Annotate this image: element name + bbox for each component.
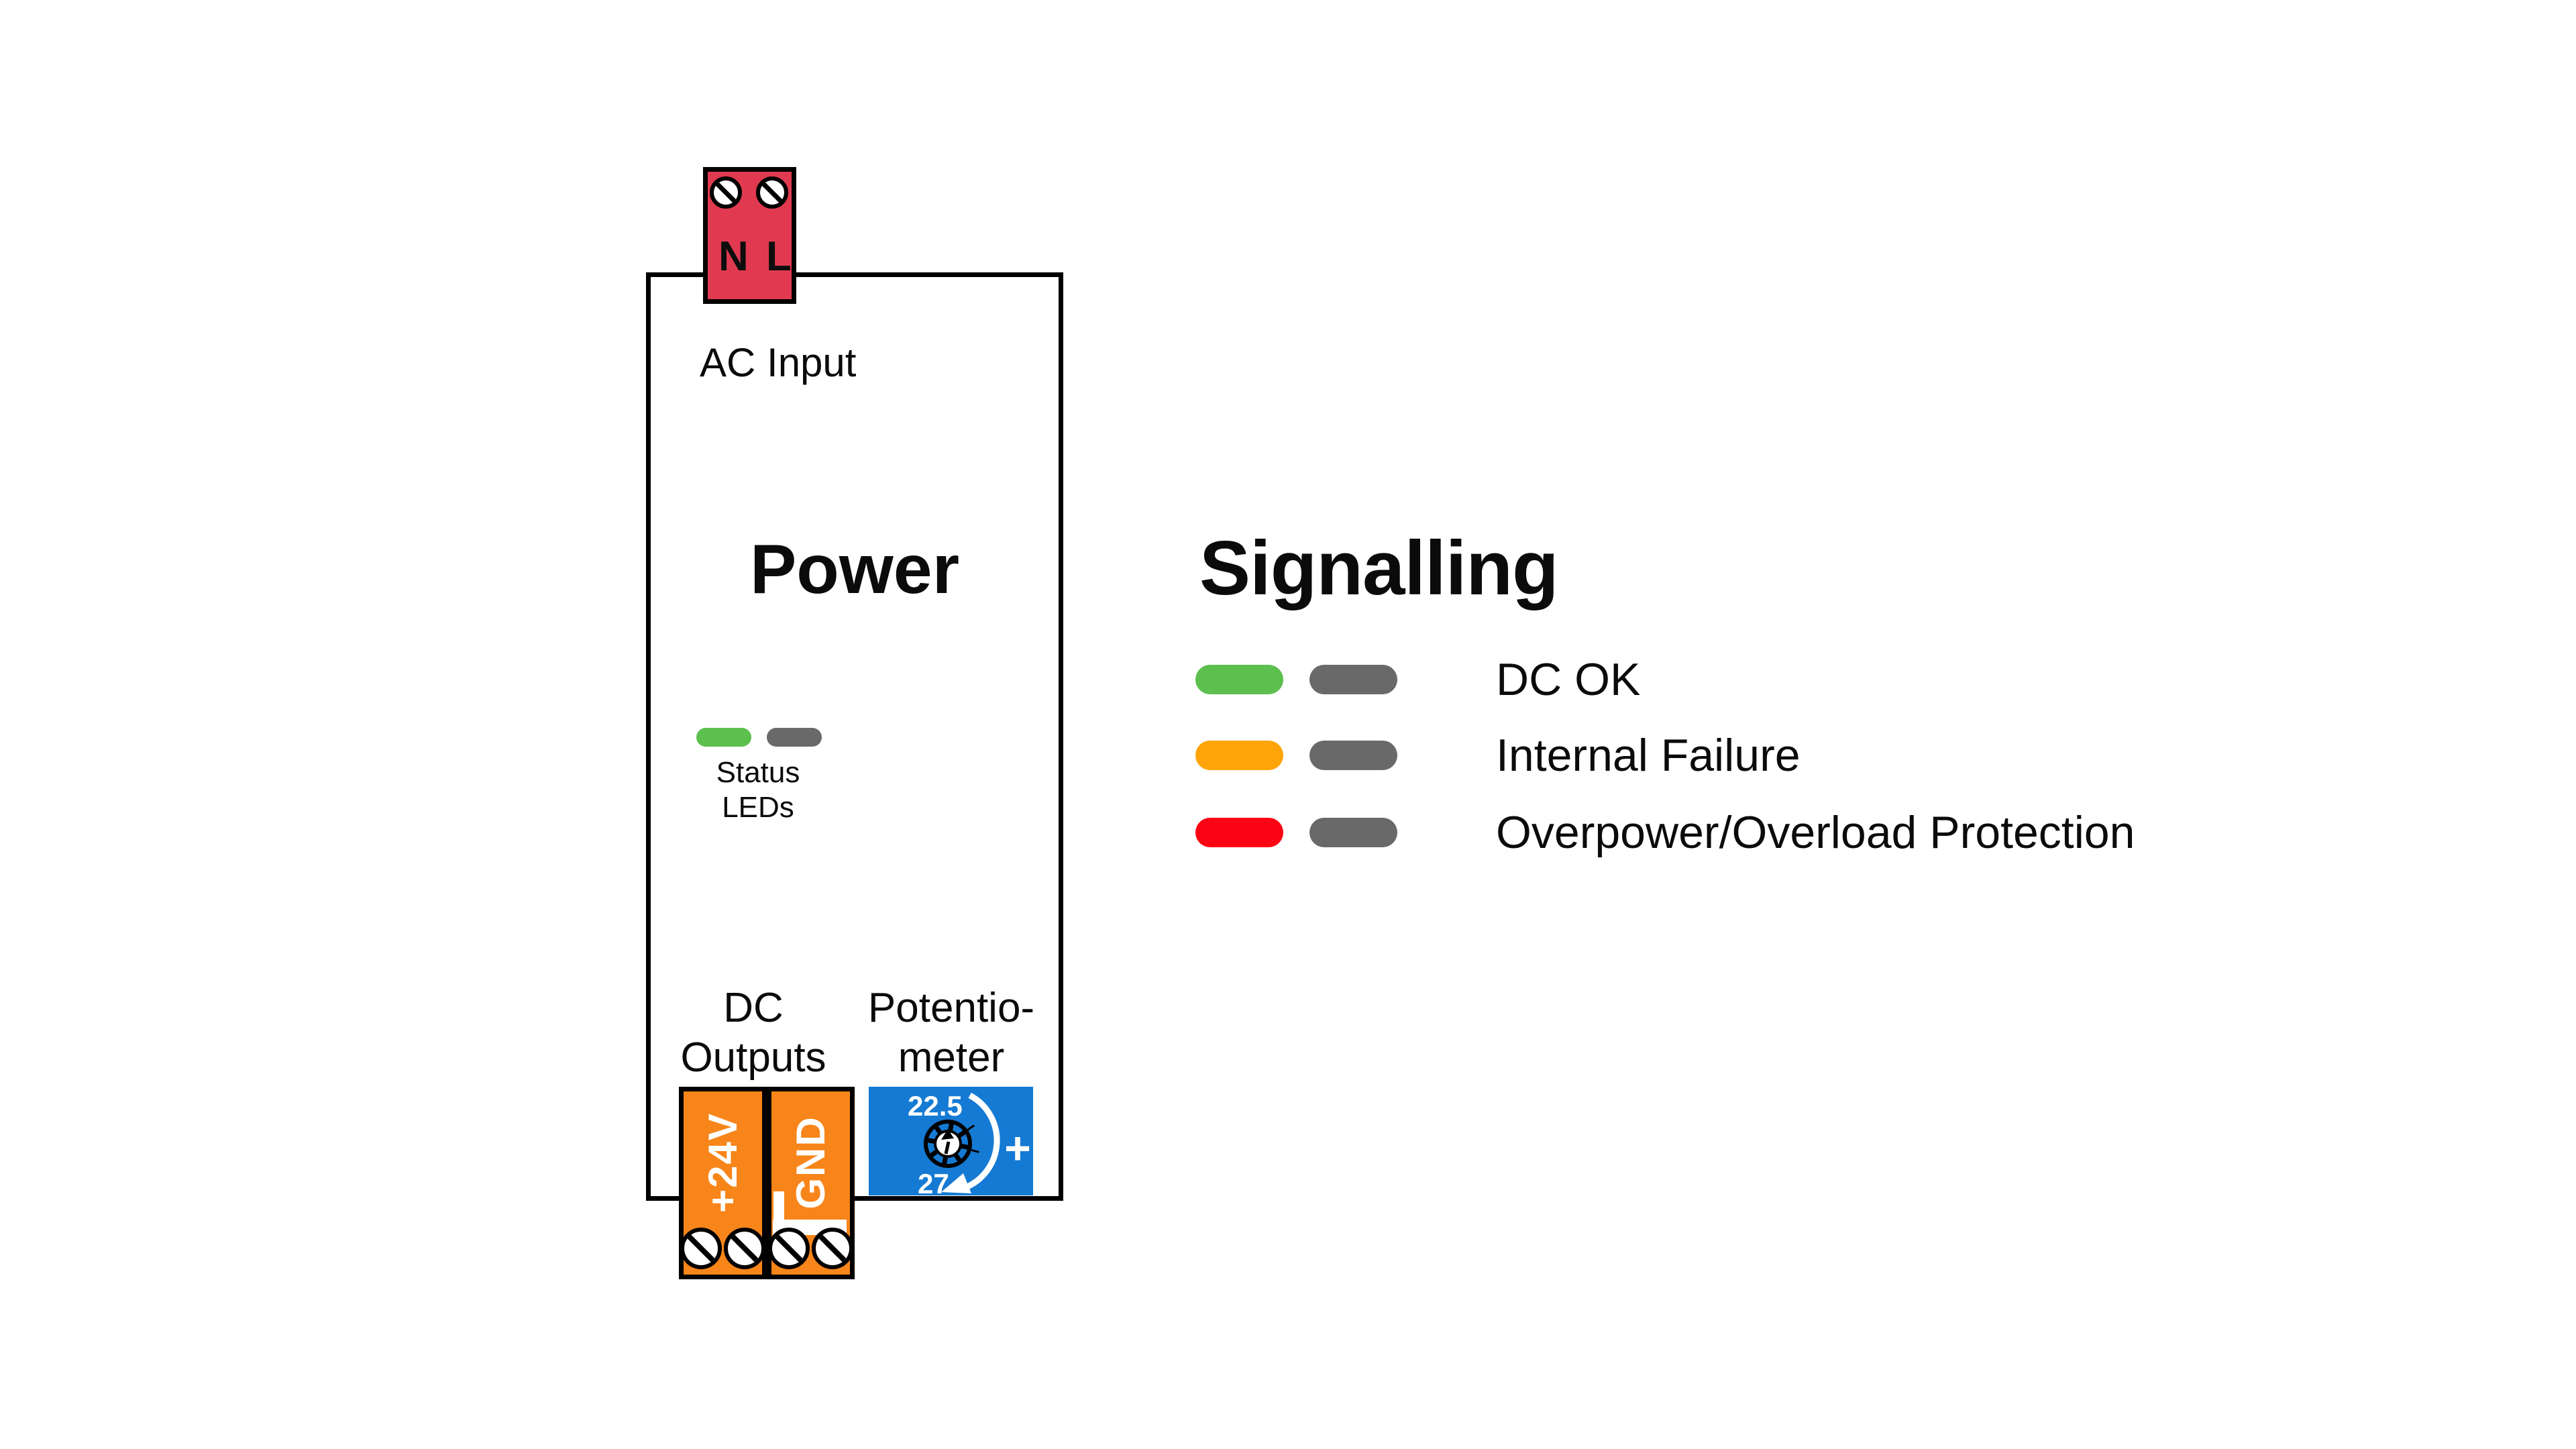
legend-led-off-pill — [1309, 818, 1397, 847]
screw-slot-icon — [684, 1232, 718, 1265]
legend-led-on-pill — [1195, 665, 1283, 694]
screw-slot-icon — [772, 1232, 806, 1265]
rotation-arrow-icon — [963, 1092, 1000, 1191]
potentiometer-label-line2: meter — [898, 1034, 1005, 1081]
screw-icon — [768, 1228, 810, 1269]
dc-terminal-gnd: GND — [767, 1087, 855, 1279]
legend-led-off-pill — [1309, 665, 1397, 694]
screw-icon — [756, 176, 788, 209]
legend-led-on-pill — [1195, 741, 1283, 770]
device-title: Power — [749, 531, 960, 608]
legend-row-overpower: Overpower/Overload Protection — [1195, 810, 2135, 855]
terminal-label-line: L — [766, 233, 792, 280]
screw-slot-icon — [714, 180, 738, 205]
dc-terminal-gnd-label: GND — [788, 1116, 833, 1210]
screw-slot-icon — [760, 180, 784, 205]
screw-icon — [680, 1228, 722, 1269]
screw-icon — [812, 1228, 853, 1269]
potentiometer-label-line1: Potentio- — [867, 985, 1035, 1031]
potentiometer-min-value: 27 — [918, 1168, 949, 1199]
legend-row-dc-ok: DC OK — [1195, 657, 1640, 702]
legend-row-internal-failure: Internal Failure — [1195, 733, 1801, 778]
potentiometer-max-value: 22.5 — [908, 1090, 963, 1122]
legend-item-label: Overpower/Overload Protection — [1496, 807, 2135, 858]
rotation-arrow-head-icon — [941, 1173, 971, 1193]
status-leds-label-line2: LEDs — [722, 791, 794, 824]
dial-pointer-icon — [944, 1141, 951, 1155]
status-leds-label-line1: Status — [716, 756, 800, 789]
legend-title: Signalling — [1199, 526, 1559, 611]
screw-slot-icon — [816, 1232, 849, 1265]
dc-terminal-24v: +24V — [679, 1087, 767, 1279]
dc-outputs-label-line1: DC — [723, 985, 784, 1031]
status-leds-label: Status LEDs — [681, 755, 835, 825]
dc-outputs-label-line2: Outputs — [680, 1034, 826, 1081]
ac-input-label: AC Input — [700, 340, 857, 385]
legend-item-label: Internal Failure — [1496, 730, 1801, 781]
screw-icon — [724, 1228, 765, 1269]
legend-led-on-pill — [1195, 818, 1283, 847]
legend-item-label: DC OK — [1496, 654, 1641, 705]
terminal-label-neutral: N — [718, 233, 749, 280]
potentiometer-dial-icon — [924, 1092, 1000, 1193]
status-led-on-pill — [696, 728, 751, 747]
screw-slot-icon — [728, 1232, 761, 1265]
dc-terminal-24v-label: +24V — [700, 1112, 745, 1213]
ac-input-connector: N L — [703, 167, 796, 304]
status-led-off-pill — [767, 728, 822, 747]
potentiometer-increase-label: + — [1004, 1123, 1031, 1174]
potentiometer-block: 22.5 27 + — [869, 1087, 1033, 1199]
legend-led-off-pill — [1309, 741, 1397, 770]
screw-icon — [710, 176, 742, 209]
